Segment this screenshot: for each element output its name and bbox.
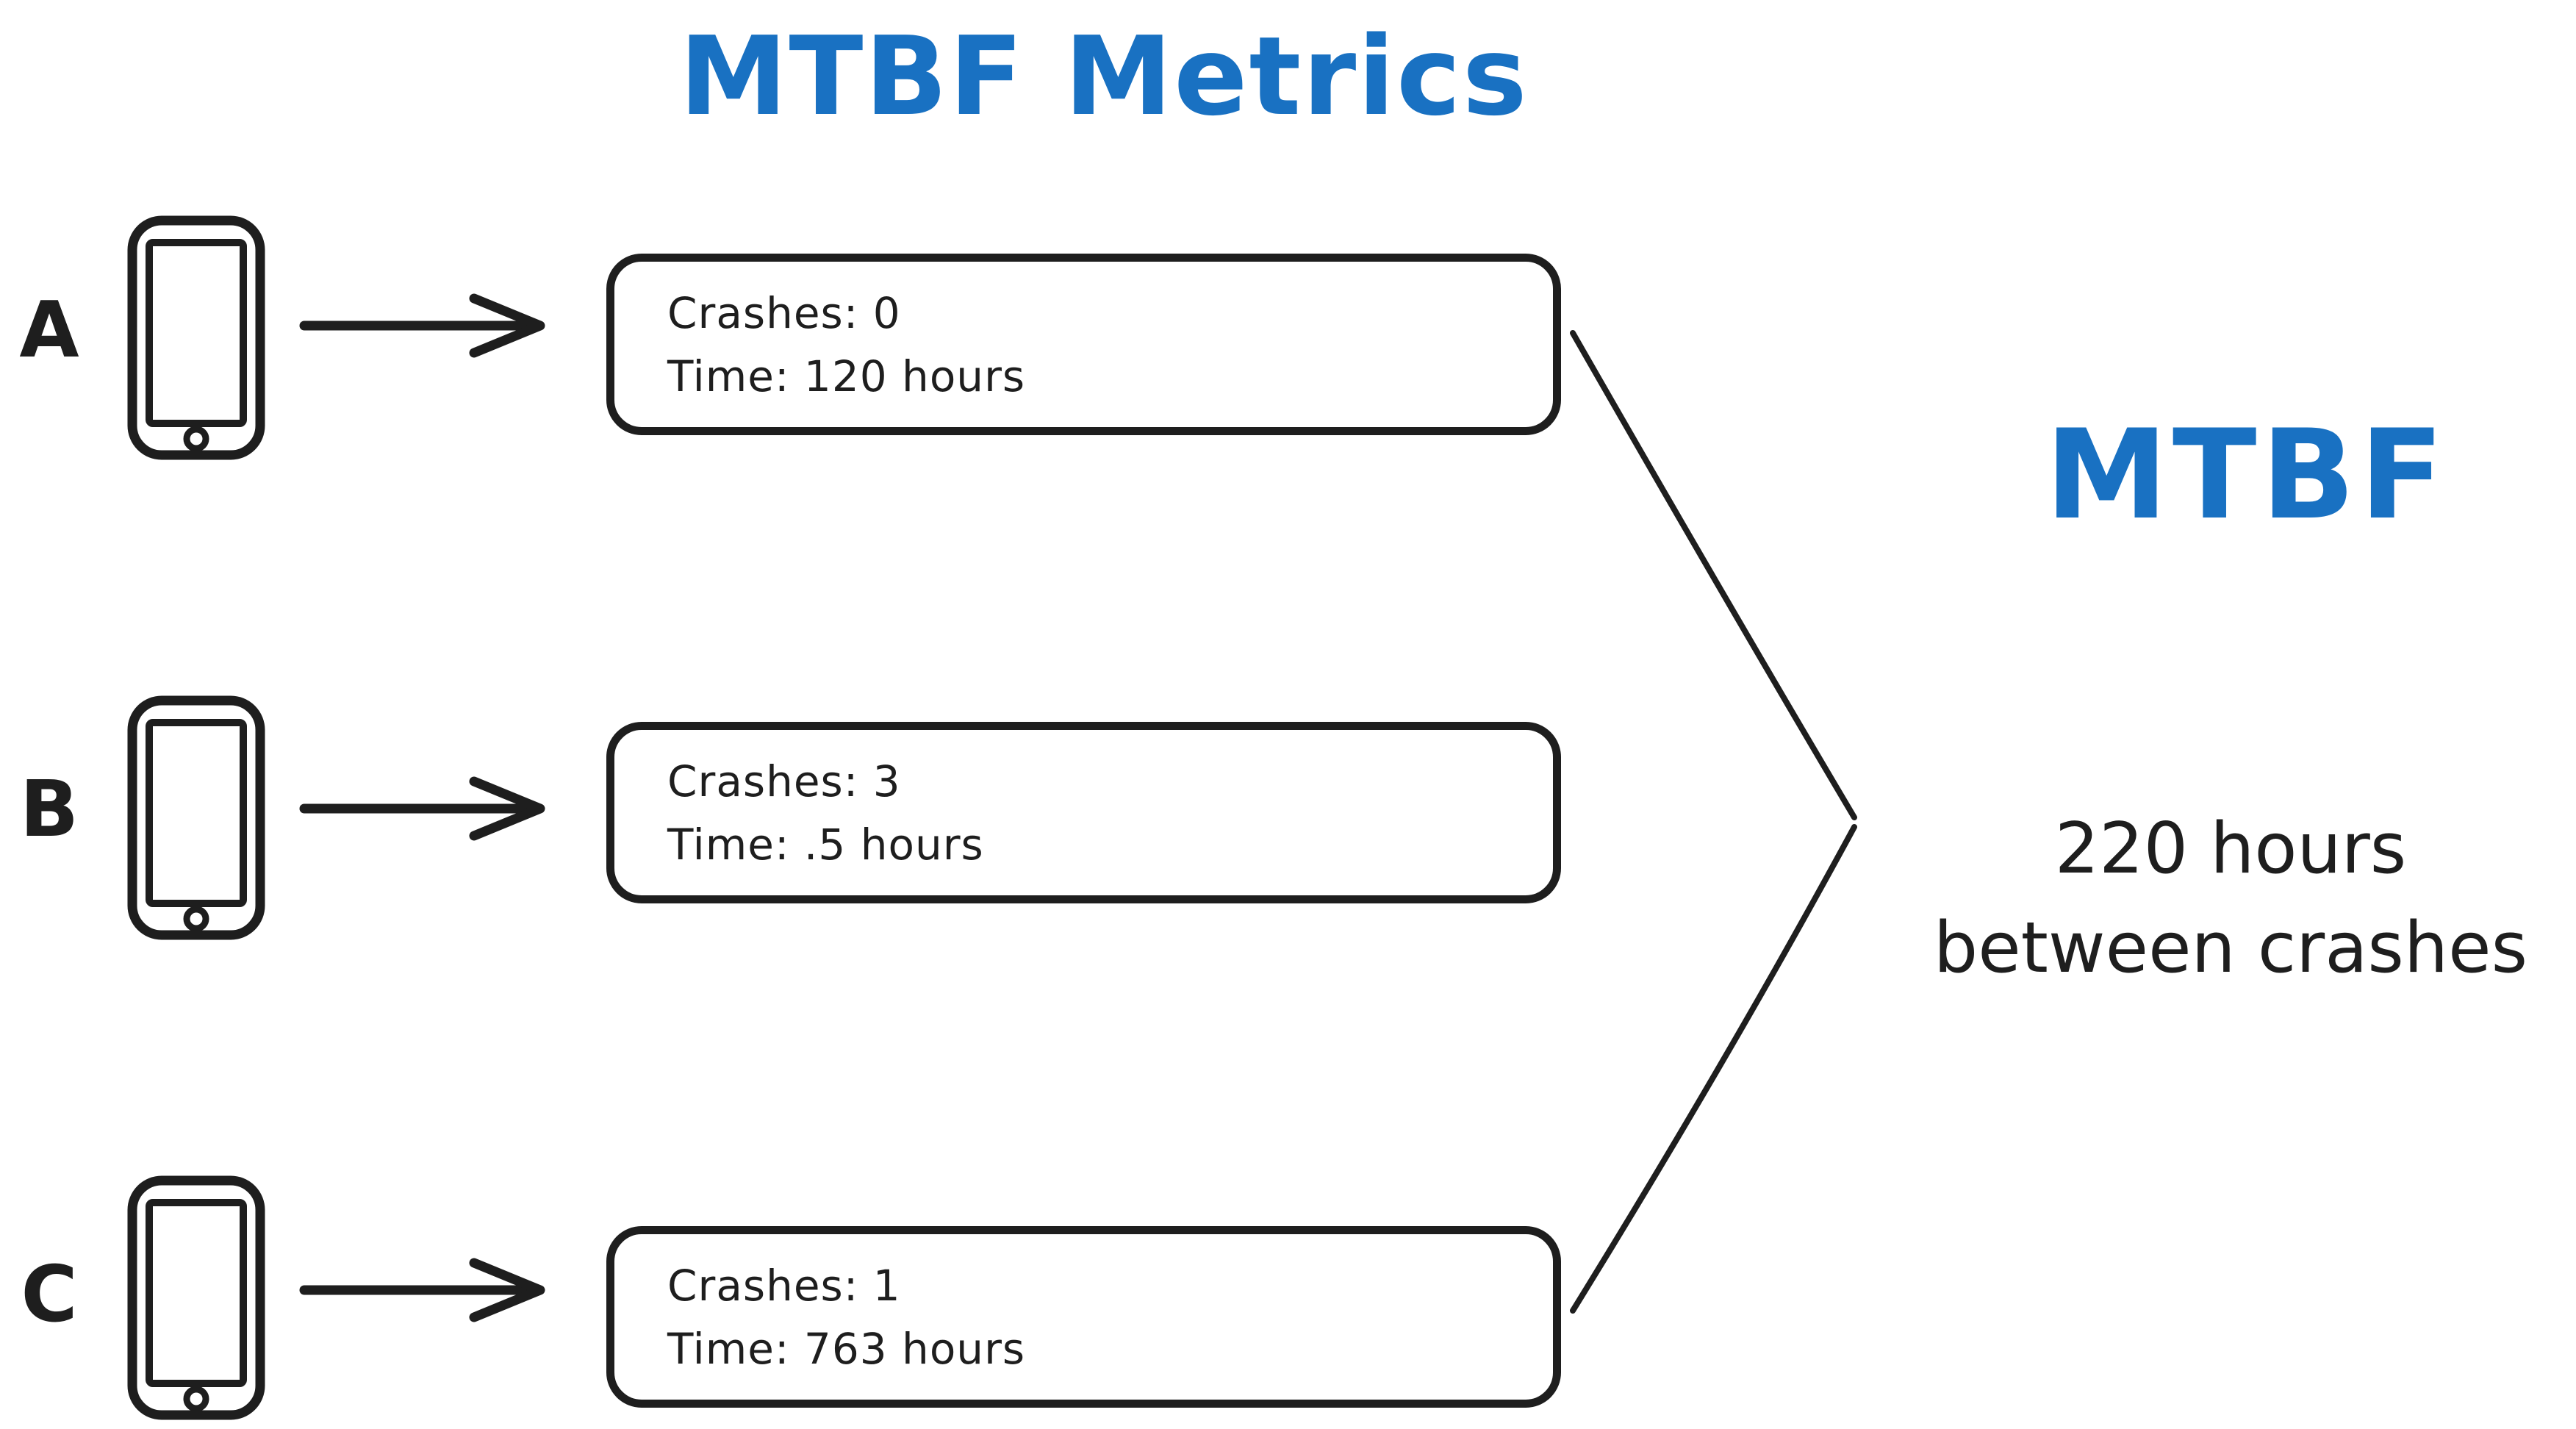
metrics-box-c: Crashes: 1 Time: 763 hours (606, 1226, 1561, 1408)
arrow-right-icon (298, 1248, 551, 1333)
time-text: Time: 120 hours (667, 351, 1026, 401)
arrow-right-icon (298, 767, 551, 851)
time-text: Time: 763 hours (667, 1323, 1026, 1374)
device-label-c: C (21, 1250, 78, 1339)
crashes-text: Crashes: 0 (667, 287, 901, 338)
device-label-b: B (19, 764, 79, 854)
mtbf-result-heading: MTBF (2045, 403, 2449, 547)
result-line-1: 220 hours (2054, 809, 2407, 889)
smartphone-icon (126, 215, 266, 461)
time-text: Time: .5 hours (667, 819, 984, 870)
result-line-2: between crashes (1933, 907, 2528, 989)
mtbf-result-value: 220 hours between crashes (1852, 800, 2576, 998)
chevron-convergence-icon (1543, 305, 1881, 1342)
metrics-box-a: Crashes: 0 Time: 120 hours (606, 254, 1561, 435)
smartphone-icon (126, 1175, 266, 1421)
device-label-a: A (19, 285, 79, 375)
crashes-text: Crashes: 1 (667, 1260, 901, 1311)
smartphone-icon (126, 695, 266, 941)
crashes-text: Crashes: 3 (667, 756, 901, 806)
diagram-title: MTBF Metrics (679, 13, 1529, 140)
arrow-right-icon (298, 284, 551, 368)
metrics-box-b: Crashes: 3 Time: .5 hours (606, 722, 1561, 903)
